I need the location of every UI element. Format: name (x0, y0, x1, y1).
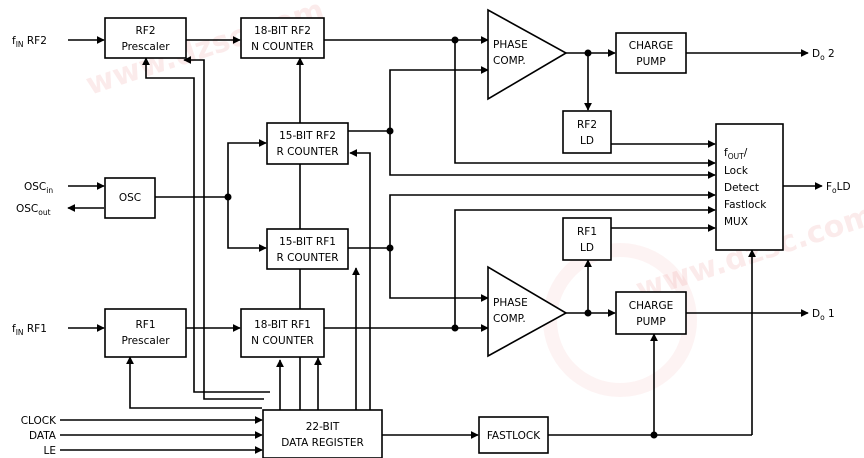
svg-text:MUX: MUX (724, 216, 748, 228)
svg-text:R COUNTER: R COUNTER (276, 146, 338, 158)
pin-fin-rf2: fIN RF2 (12, 35, 47, 49)
svg-text:Detect: Detect (724, 182, 759, 194)
svg-text:Fastlock: Fastlock (724, 199, 767, 211)
svg-text:PUMP: PUMP (636, 316, 665, 328)
svg-text:R COUNTER: R COUNTER (276, 252, 338, 264)
pin-le: LE (44, 445, 56, 457)
pin-do2: Do 2 (812, 48, 835, 62)
svg-text:RF2: RF2 (577, 119, 597, 131)
rf2-r-counter-block: 15-BIT RF2 R COUNTER (266, 122, 349, 165)
svg-text:OSC: OSC (119, 192, 141, 204)
svg-text:LD: LD (580, 242, 594, 254)
wires (60, 36, 823, 454)
svg-text:22-BIT: 22-BIT (306, 421, 340, 433)
svg-text:PUMP: PUMP (636, 56, 665, 68)
svg-text:DATA REGISTER: DATA REGISTER (281, 437, 364, 449)
svg-text:LD: LD (580, 135, 594, 147)
svg-text:CHARGE: CHARGE (629, 300, 673, 312)
svg-text:15-BIT RF1: 15-BIT RF1 (279, 236, 336, 248)
charge-pump-rf2: CHARGE PUMP (615, 32, 687, 74)
svg-text:RF1: RF1 (135, 319, 155, 331)
rf1-prescaler-block: RF1 Prescaler (104, 308, 187, 358)
svg-text:Prescaler: Prescaler (121, 41, 170, 53)
rf2-ld-block: RF2 LD (562, 110, 612, 154)
pin-fold: FoLD (826, 181, 851, 195)
charge-pump-rf1: CHARGE PUMP (615, 291, 687, 335)
pin-osc-in: OSCin (24, 181, 53, 195)
pin-osc-out: OSCout (16, 203, 51, 217)
pin-data: DATA (29, 430, 57, 442)
svg-text:N COUNTER: N COUNTER (251, 335, 314, 347)
svg-text:N COUNTER: N COUNTER (251, 41, 314, 53)
osc-block: OSC (104, 177, 156, 219)
pin-labels: fIN RF2 OSCin OSCout fIN RF1 CLOCK DATA … (12, 35, 851, 457)
junction-dots (224, 36, 658, 439)
svg-text:FASTLOCK: FASTLOCK (487, 430, 541, 442)
svg-text:CHARGE: CHARGE (629, 40, 673, 52)
svg-text:18-BIT RF1: 18-BIT RF1 (254, 319, 311, 331)
svg-text:18-BIT RF2: 18-BIT RF2 (254, 25, 311, 37)
svg-text:RF2: RF2 (135, 25, 155, 37)
rf2-n-counter-block: 18-BIT RF2 N COUNTER (240, 17, 325, 59)
svg-text:COMP.: COMP. (493, 55, 526, 67)
svg-text:15-BIT RF2: 15-BIT RF2 (279, 130, 336, 142)
svg-text:Lock: Lock (724, 165, 749, 177)
mux-block: fOUT/ Lock Detect Fastlock MUX (715, 123, 784, 251)
phase-comp-rf1: PHASE COMP. (487, 265, 568, 358)
rf1-ld-block: RF1 LD (562, 217, 612, 261)
phase-comp-rf2: PHASE COMP. (487, 8, 568, 101)
svg-text:RF1: RF1 (577, 226, 597, 238)
pin-clock: CLOCK (21, 415, 57, 427)
svg-text:PHASE: PHASE (493, 39, 528, 51)
rf1-n-counter-block: 18-BIT RF1 N COUNTER (240, 308, 325, 358)
rf2-prescaler-block: RF2 Prescaler (104, 17, 187, 59)
svg-text:PHASE: PHASE (493, 297, 528, 309)
svg-text:Prescaler: Prescaler (121, 335, 170, 347)
pin-do1: Do 1 (812, 308, 835, 322)
pin-fin-rf1: fIN RF1 (12, 323, 47, 337)
svg-text:fOUT/: fOUT/ (724, 147, 748, 161)
svg-text:COMP.: COMP. (493, 313, 526, 325)
data-register-block: 22-BIT DATA REGISTER (262, 409, 383, 458)
rf1-r-counter-block: 15-BIT RF1 R COUNTER (266, 228, 349, 270)
fastlock-block: FASTLOCK (478, 416, 549, 454)
